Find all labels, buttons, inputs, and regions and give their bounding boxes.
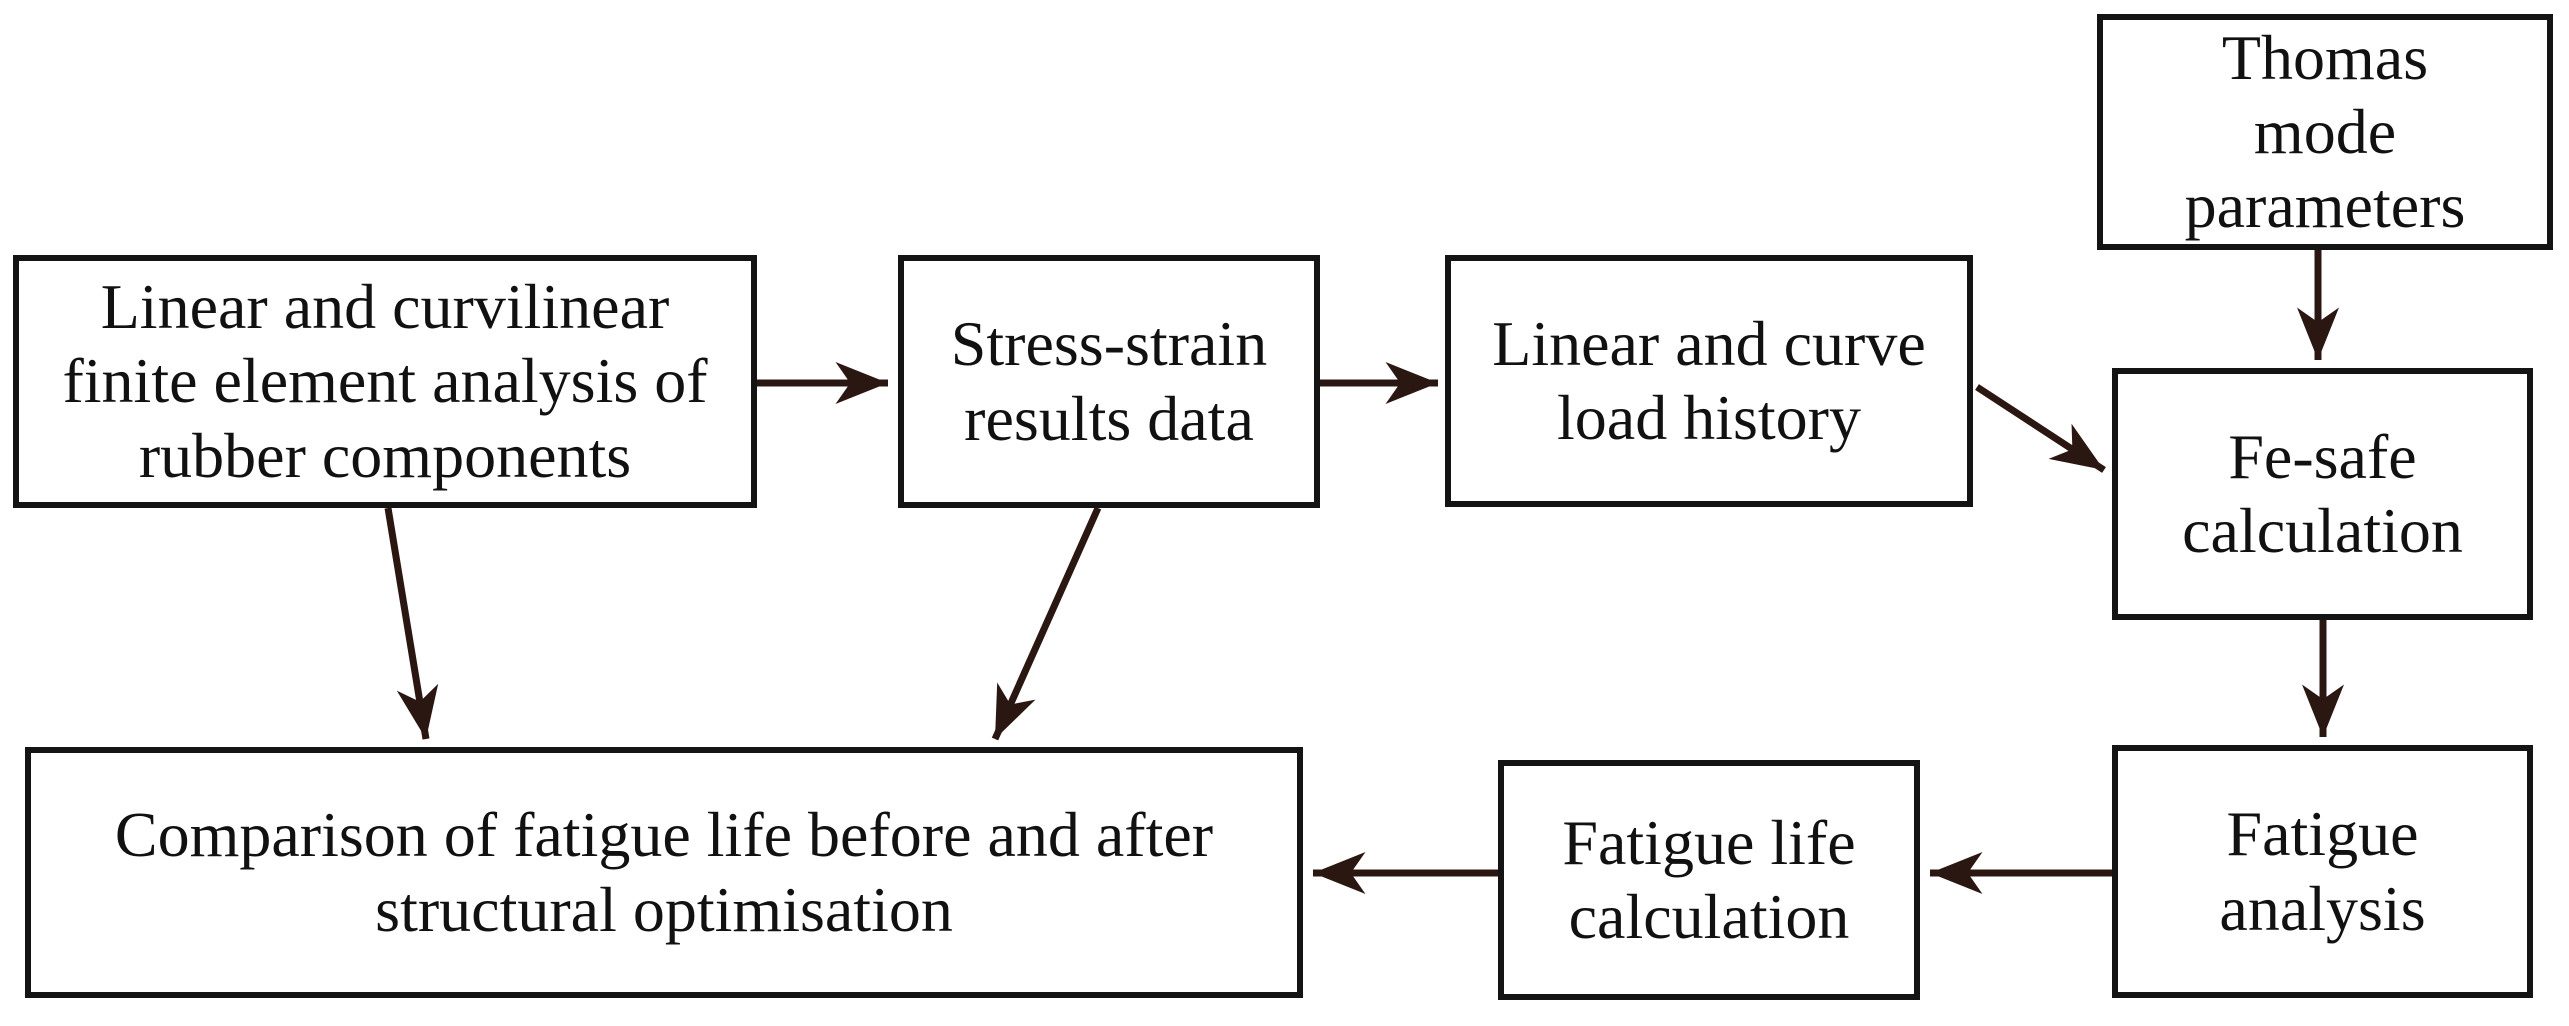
finite-element-analysis-box: Linear and curvilinear finite element an… [13, 255, 757, 508]
arrow-fea-to-comparison [384, 507, 439, 740]
arrow-load-to-fesafe [1975, 384, 2106, 473]
fatigue-analysis-label: Fatigue analysis [2219, 798, 2426, 944]
fatigue-life-calculation-box: Fatigue life calculation [1498, 760, 1920, 1000]
finite-element-analysis-label: Linear and curvilinear finite element an… [62, 271, 708, 491]
load-history-label: Linear and curve load history [1492, 307, 1926, 453]
load-history-box: Linear and curve load history [1445, 255, 1973, 507]
arrow-stress-to-comparison [991, 506, 1102, 741]
fe-safe-calculation-label: Fe-safe calculation [2182, 420, 2463, 566]
fe-safe-calculation-box: Fe-safe calculation [2112, 368, 2533, 620]
stress-strain-results-box: Stress-strain results data [898, 255, 1320, 508]
thomas-mode-parameters-label: Thomas mode parameters [2184, 21, 2466, 242]
fatigue-analysis-box: Fatigue analysis [2112, 745, 2533, 998]
fatigue-life-comparison-label: Comparison of fatigue life before and af… [114, 799, 1214, 945]
thomas-mode-parameters-box: Thomas mode parameters [2097, 14, 2553, 250]
fatigue-life-calculation-label: Fatigue life calculation [1562, 806, 1856, 952]
fatigue-life-comparison-box: Comparison of fatigue life before and af… [25, 747, 1303, 998]
stress-strain-results-label: Stress-strain results data [950, 308, 1268, 454]
